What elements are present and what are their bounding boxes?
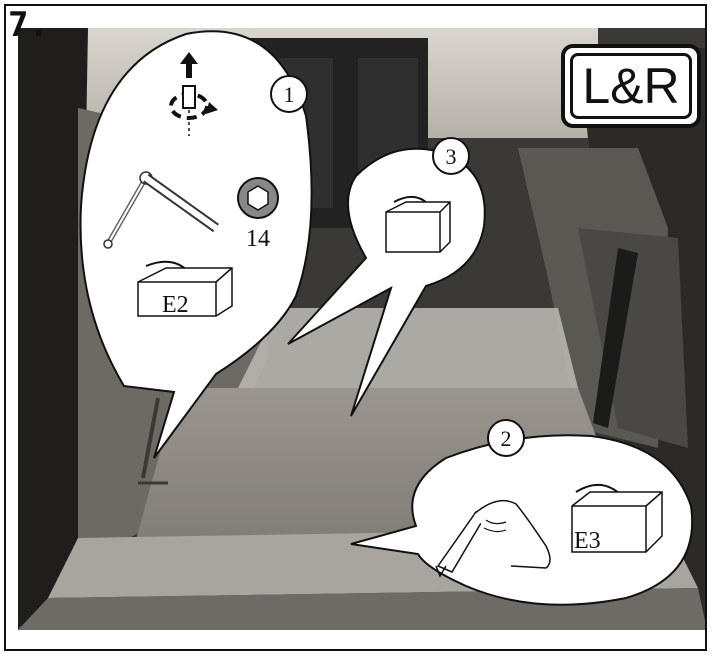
box-e2-label: E2 (162, 292, 189, 318)
callout-overlay: 1 (6, 6, 707, 651)
callout-1: 1 (81, 31, 312, 458)
hex-socket-icon (238, 178, 278, 218)
callout-2-marker: 2 (501, 426, 512, 451)
callout-1-marker: 1 (284, 82, 295, 107)
callout-3: 3 (288, 138, 485, 416)
box-e3-label: E3 (574, 528, 601, 554)
callout-3-marker: 3 (446, 144, 457, 169)
socket-size-label: 14 (246, 226, 270, 252)
callout-2: 2 E3 (351, 420, 692, 605)
page-frame: 7. L&R 1 (4, 4, 707, 651)
